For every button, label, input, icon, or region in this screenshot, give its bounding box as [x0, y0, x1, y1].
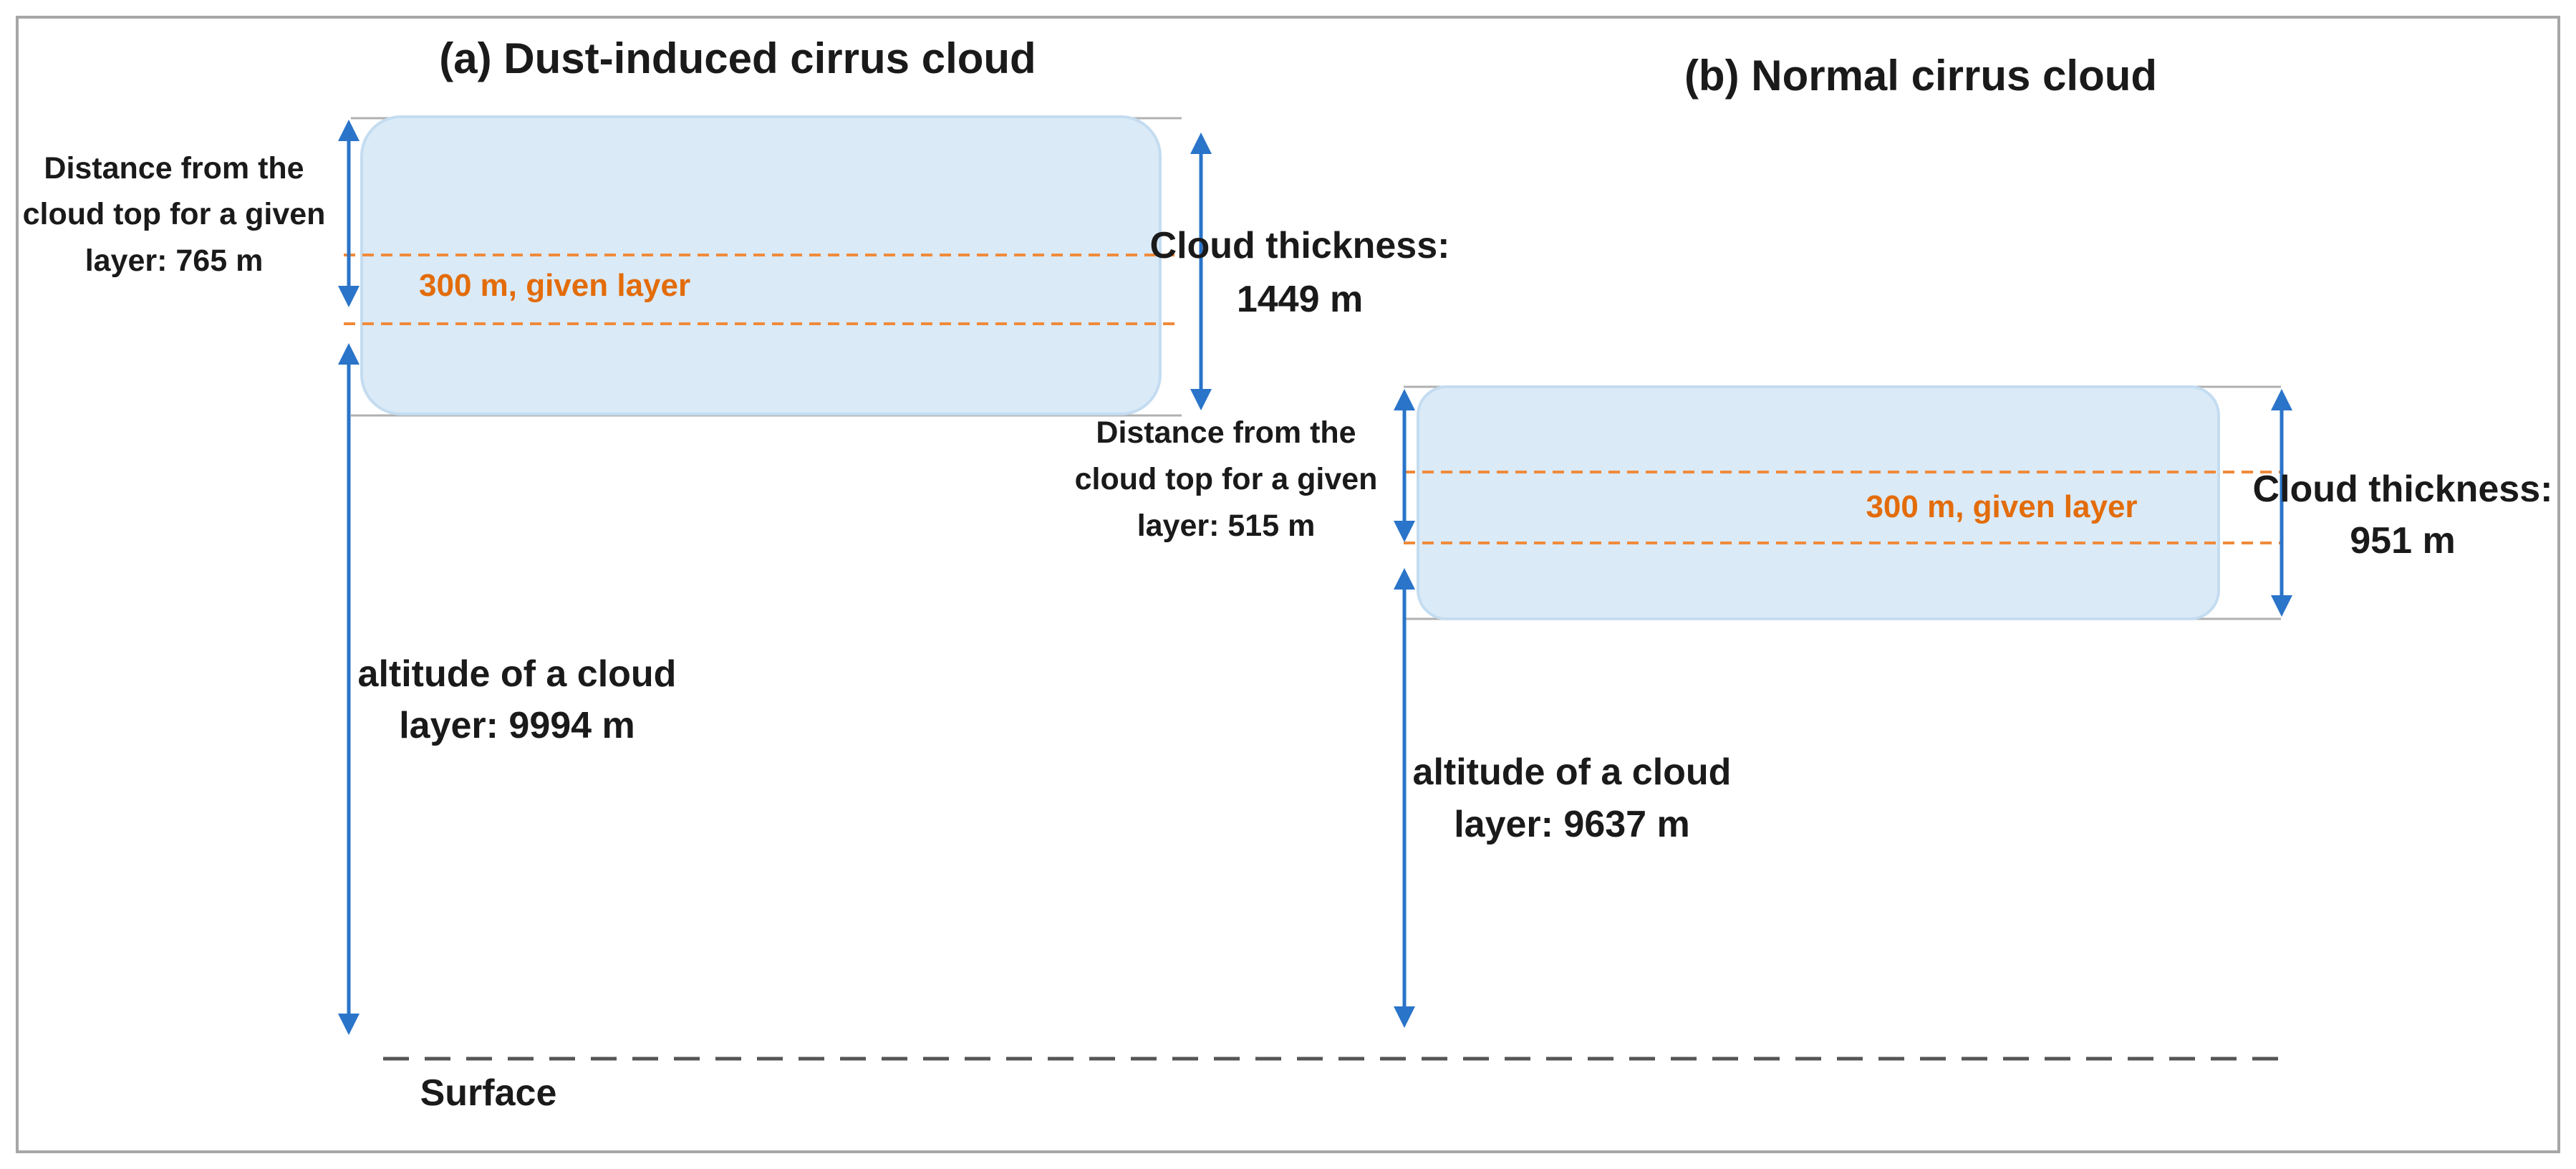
panel-a-thickness-label-line-2: 1449 m — [1237, 279, 1363, 320]
panel-a-altitude-label-line-1: altitude of a cloud — [358, 653, 677, 695]
panel-a: (a) Dust-induced cirrus cloud 300 m, giv… — [23, 34, 1450, 1035]
panel-b-layer-label: 300 m, given layer — [1866, 489, 2137, 524]
panel-b-thickness-label-line-1: Cloud thickness: — [2253, 468, 2553, 510]
panel-a-layer-label: 300 m, given layer — [419, 268, 690, 303]
panel-b-distance-label-line-1: Distance from the — [1096, 415, 1356, 450]
panel-b-cloud — [1417, 385, 2220, 620]
surface-label: Surface — [420, 1072, 557, 1114]
panel-b-altitude-label-line-2: layer: 9637 m — [1454, 804, 1690, 845]
panel-b-distance-label-line-3: layer: 515 m — [1137, 509, 1316, 543]
panel-a-thickness-label-line-1: Cloud thickness: — [1150, 225, 1450, 266]
panel-a-distance-label-line-1: Distance from the — [44, 151, 304, 186]
panel-b: (b) Normal cirrus cloud 300 m, given lay… — [1075, 52, 2553, 1028]
panel-b-title: (b) Normal cirrus cloud — [1684, 52, 2157, 100]
panel-a-distance-label-line-3: layer: 765 m — [85, 244, 264, 278]
panel-a-cloud — [360, 115, 1162, 415]
panel-b-thickness-label-line-2: 951 m — [2350, 520, 2455, 562]
panel-a-title: (a) Dust-induced cirrus cloud — [439, 34, 1036, 82]
panel-a-altitude-label-line-2: layer: 9994 m — [399, 705, 635, 746]
panel-a-distance-label-line-2: cloud top for a given — [23, 197, 326, 231]
panel-b-distance-label-line-2: cloud top for a given — [1075, 462, 1378, 496]
panel-b-altitude-label-line-1: altitude of a cloud — [1413, 751, 1732, 793]
